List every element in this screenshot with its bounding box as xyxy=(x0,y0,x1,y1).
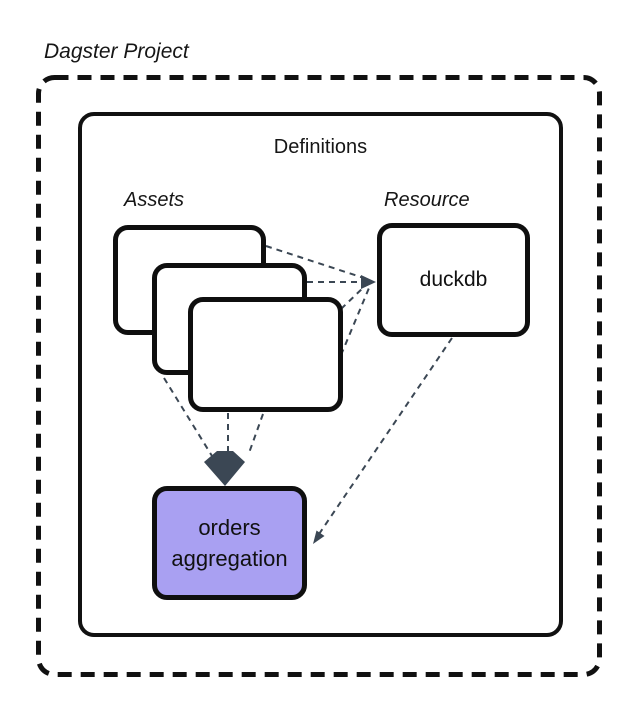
assets-group-label: Assets xyxy=(124,189,185,211)
connector-asset3b-to-duckdb xyxy=(340,287,370,356)
definitions-container xyxy=(78,112,563,637)
arrowhead-into-duckdb-icon xyxy=(361,275,376,289)
asset-node-label: orders aggregation xyxy=(171,514,288,571)
resource-node-duckdb: duckdb xyxy=(377,223,530,337)
connector-asset1-to-duckdb xyxy=(265,245,368,280)
dagster-project-boundary xyxy=(36,75,602,677)
definitions-label: Definitions xyxy=(273,136,368,158)
arrowhead-into-orders-icon xyxy=(313,530,325,544)
connector-duckdb-to-orders xyxy=(316,337,453,538)
diagram-title: Dagster Project xyxy=(44,40,189,63)
fan-arrowhead-icon xyxy=(204,451,245,486)
connector-asset3-to-orders xyxy=(248,413,264,454)
asset-card-front xyxy=(188,297,343,412)
resource-group-label: Resource xyxy=(384,189,470,211)
resource-node-label: duckdb xyxy=(419,268,488,291)
connector-asset1-to-orders xyxy=(163,377,213,457)
asset-node-orders-aggregation: orders aggregation xyxy=(152,486,307,600)
